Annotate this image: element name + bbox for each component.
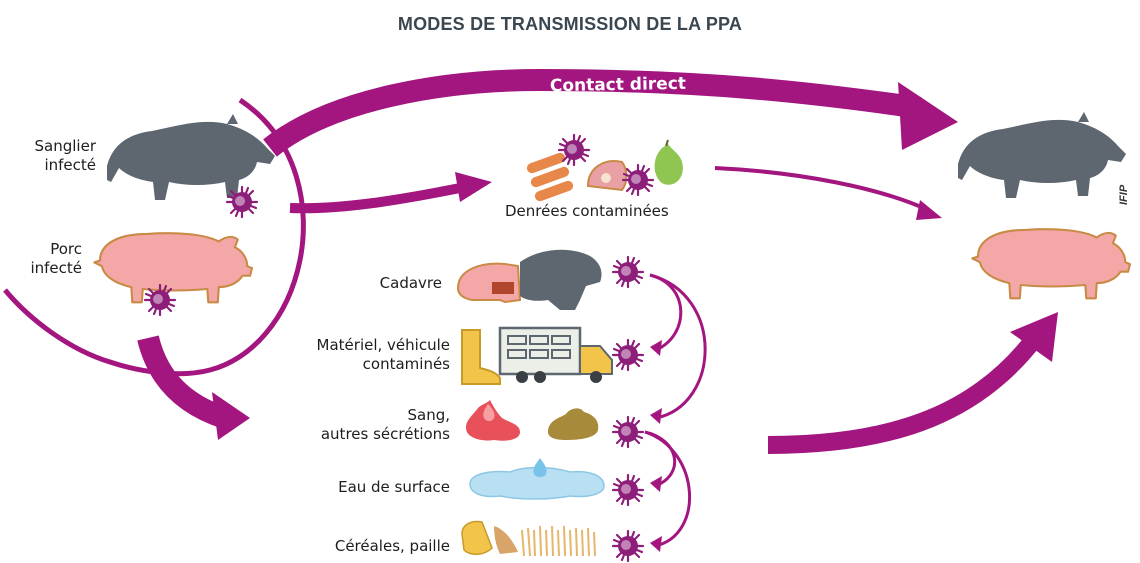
- label-cereals: Céréales, paille: [334, 537, 450, 555]
- credit-ifip: IFIP: [1118, 184, 1130, 205]
- virus-icon: [621, 163, 655, 197]
- arrow-to-secretions: [137, 335, 229, 429]
- arrow-contact-direct: [263, 68, 922, 157]
- pig-icon: [93, 232, 254, 304]
- virus-icon: [143, 283, 177, 317]
- boar-icon: [107, 114, 275, 200]
- boot-icon: [461, 329, 501, 385]
- carcass-icon: [456, 249, 645, 310]
- arrow-return: [767, 332, 1043, 454]
- label-carcass: Cadavre: [379, 274, 442, 292]
- label-water: Eau de surface: [338, 478, 450, 496]
- label-food: Denrées contaminées: [505, 202, 669, 220]
- pear-icon: [654, 139, 683, 185]
- equipment-icons: [461, 326, 645, 385]
- cycle-arrows: [644, 273, 707, 548]
- virus-icon: [611, 473, 645, 507]
- arrow-to-food: [289, 183, 461, 214]
- virus-icon: [557, 133, 591, 167]
- arrow-food-to-pig: [714, 166, 929, 212]
- virus-icon: [611, 255, 645, 289]
- blood-icon: [466, 400, 520, 441]
- straw-icon: [521, 525, 596, 557]
- pig-icon: [971, 228, 1132, 300]
- virus-icon: [225, 185, 259, 219]
- sources-ring: [3, 97, 306, 377]
- water-icons: [469, 458, 645, 507]
- sausage-icon: [526, 152, 574, 202]
- boar-icon: [958, 112, 1126, 198]
- diagram-title: MODES DE TRANSMISSION DE LA PPA: [397, 14, 743, 34]
- virus-icon: [611, 338, 645, 372]
- virus-icon: [611, 529, 645, 563]
- arrow-contact-label: Contact direct: [550, 74, 686, 96]
- virus-icon: [611, 415, 645, 449]
- arrow-contact-direct-head: [898, 82, 958, 150]
- ham-icon: [586, 160, 628, 192]
- water-icon: [469, 466, 605, 500]
- food-icons: [526, 133, 683, 202]
- feces-icon: [548, 408, 599, 440]
- secretion-icons: [466, 400, 645, 449]
- cereal-icons: [461, 520, 645, 563]
- truck-icon: [498, 326, 613, 383]
- label-blood: Sang,autres sécrétions: [320, 406, 450, 443]
- grain-icon: [461, 520, 518, 555]
